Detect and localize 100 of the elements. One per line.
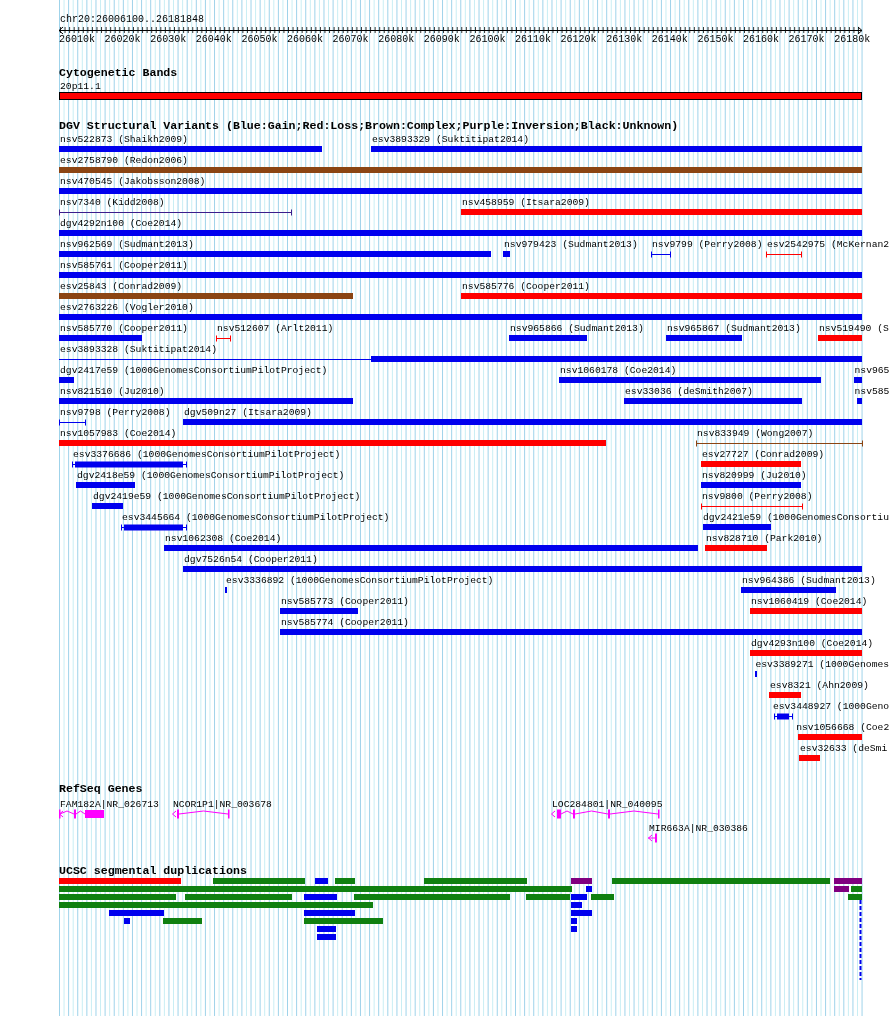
segmental-duplication-bar bbox=[571, 878, 592, 884]
track-heading: DGV Structural Variants (Blue:Gain;Red:Loss;Brown:Complex;Purple:Inversion;Black:Unknown) bbox=[59, 120, 679, 132]
segmental-duplication-bar bbox=[213, 878, 305, 884]
scale-tick-label: 26110k bbox=[515, 34, 551, 46]
variant-label: esv3445664 (1000GenomesConsortiumPilotProject) bbox=[122, 512, 390, 523]
segmental-duplication-bar bbox=[304, 894, 337, 900]
scale-tick-label: 26030k bbox=[150, 34, 187, 46]
band-label: 20p11.1 bbox=[60, 81, 101, 92]
variant-label: nsv470545 (Jakobsson2008) bbox=[60, 176, 206, 187]
scale-tick-label: 26020k bbox=[104, 34, 141, 46]
track-heading: UCSC segmental duplications bbox=[59, 865, 247, 877]
variant-label: nsv519490 (S bbox=[819, 323, 889, 334]
scale-tick-label: 26130k bbox=[606, 34, 643, 46]
segmental-duplication-bar bbox=[851, 886, 862, 892]
variant-label: nsv821510 (Ju2010) bbox=[60, 386, 165, 397]
variant-label: nsv833949 (Wong2007) bbox=[697, 428, 814, 439]
segmental-duplication-bar bbox=[304, 910, 355, 916]
variant-label: esv2763226 (Vogler2010) bbox=[60, 302, 194, 313]
track-heading: RefSeq Genes bbox=[59, 783, 143, 795]
variant-label: esv3893328 (Suktitipat2014) bbox=[60, 344, 217, 355]
segmental-duplication-bar bbox=[59, 886, 572, 892]
variant-label: esv27727 (Conrad2009) bbox=[702, 449, 825, 460]
segmental-duplication-bar bbox=[185, 894, 292, 900]
segmental-duplication-bar bbox=[834, 886, 849, 892]
scale-tick-label: 26060k bbox=[287, 34, 323, 46]
scale-tick-label: 26090k bbox=[423, 34, 460, 46]
scale-tick-label: 26100k bbox=[469, 34, 506, 46]
segmental-duplication-bar bbox=[612, 878, 830, 884]
variant-label: esv3893329 (Suktitipat2014) bbox=[372, 134, 529, 145]
gene-label: LOC284801|NR_040095 bbox=[552, 799, 663, 810]
variant-label: nsv522873 (Shaikh2009) bbox=[60, 134, 188, 145]
variant-label: esv32633 (deSmi bbox=[800, 743, 888, 754]
segmental-duplication-bar bbox=[571, 894, 587, 900]
scale-tick-label: 26120k bbox=[560, 34, 597, 46]
scale-tick-label: 26050k bbox=[241, 34, 278, 46]
segmental-duplication-bar bbox=[424, 878, 527, 884]
variant-label: esv2542975 (McKernan2 bbox=[767, 239, 890, 250]
variant-label: nsv512607 (Arlt2011) bbox=[217, 323, 334, 334]
variant-label: nsv820999 (Ju2010) bbox=[702, 470, 807, 481]
variant-label: nsv965 bbox=[854, 365, 890, 376]
scale-tick-label: 26160k bbox=[743, 34, 779, 46]
variant-label: nsv7340 (Kidd2008) bbox=[60, 197, 165, 208]
variant-label: esv3448927 (1000Geno bbox=[772, 701, 890, 712]
gene-label: MIR663A|NR_030386 bbox=[649, 823, 748, 834]
variant-label: nsv458959 (Itsara2009) bbox=[462, 197, 590, 208]
variant-label: nsv1062308 (Coe2014) bbox=[165, 533, 282, 544]
variant-label: nsv828710 (Park2010) bbox=[706, 533, 823, 544]
scale-tick-label: 26010k bbox=[59, 34, 95, 46]
segmental-duplication-bar bbox=[571, 926, 577, 932]
variant-label: esv25843 (Conrad2009) bbox=[60, 281, 183, 292]
scale-tick-label: 26180k bbox=[834, 34, 871, 46]
variant-label: nsv9800 (Perry2008) bbox=[702, 491, 813, 502]
variant-label: esv8321 (Ahn2009) bbox=[770, 680, 869, 691]
segmental-duplication-bar bbox=[59, 902, 373, 908]
segmental-duplication-bar bbox=[571, 910, 592, 916]
segmental-duplication-bar bbox=[335, 878, 355, 884]
variant-label: esv3376686 (1000GenomesConsortiumPilotProject) bbox=[73, 449, 341, 460]
variant-label: nsv1060419 (Coe2014) bbox=[751, 596, 868, 607]
segmental-duplication-bar bbox=[59, 894, 176, 900]
variant-label: nsv585776 (Cooper2011) bbox=[462, 281, 590, 292]
variant-label: esv3389271 (1000Genomes bbox=[755, 659, 890, 670]
variant-label: dgv7526n54 (Cooper2011) bbox=[184, 554, 318, 565]
variant-label: nsv585 bbox=[854, 386, 890, 397]
scale-tick-label: 26140k bbox=[651, 34, 688, 46]
variant-label: nsv962569 (Sudmant2013) bbox=[60, 239, 194, 250]
variant-label: esv33036 (deSmith2007) bbox=[625, 386, 753, 397]
variant-label: nsv964386 (Sudmant2013) bbox=[742, 575, 876, 586]
variant-label: dgv4292n100 (Coe2014) bbox=[60, 218, 183, 229]
segmental-duplication-bar bbox=[591, 894, 614, 900]
segmental-duplication-bar bbox=[571, 902, 582, 908]
variant-label: dgv509n27 (Itsara2009) bbox=[184, 407, 312, 418]
segmental-duplication-bar bbox=[317, 926, 336, 932]
variant-label: esv3336892 (1000GenomesConsortiumPilotProject) bbox=[226, 575, 494, 586]
variant-label: dgv2421e59 (1000GenomesConsortiu bbox=[702, 512, 889, 523]
variant-label: dgv2419e59 (1000GenomesConsortiumPilotProject) bbox=[93, 491, 361, 502]
segmental-duplication-bar bbox=[586, 886, 592, 892]
segmental-duplication-bar bbox=[526, 894, 570, 900]
variant-label: nsv1056668 (Coe2 bbox=[796, 722, 890, 733]
gene-label: NCOR1P1|NR_003678 bbox=[173, 799, 272, 810]
variant-label: nsv1060178 (Coe2014) bbox=[560, 365, 677, 376]
variant-label: nsv585774 (Cooper2011) bbox=[281, 617, 409, 628]
segmental-duplication-bar bbox=[834, 878, 862, 884]
segmental-duplication-bar bbox=[124, 918, 130, 924]
variant-label: nsv585773 (Cooper2011) bbox=[281, 596, 409, 607]
segmental-duplication-bar bbox=[163, 918, 202, 924]
position-label: chr20:26006100..26181848 bbox=[60, 14, 205, 26]
gene-label: FAM182A|NR_026713 bbox=[60, 799, 159, 810]
scale-tick-label: 26150k bbox=[697, 34, 734, 46]
variant-label: dgv2418e59 (1000GenomesConsortiumPilotProject) bbox=[77, 470, 345, 481]
segmental-duplication-bar bbox=[354, 894, 510, 900]
scale-tick-label: 26040k bbox=[195, 34, 232, 46]
segmental-duplication-bar bbox=[315, 878, 328, 884]
segmental-duplication-bar bbox=[304, 918, 383, 924]
scale-tick-label: 26170k bbox=[788, 34, 825, 46]
segmental-duplication-bar bbox=[571, 918, 577, 924]
segmental-duplication-bar bbox=[59, 878, 181, 884]
track-heading: Cytogenetic Bands bbox=[59, 67, 178, 79]
scale-tick-label: 26080k bbox=[378, 34, 415, 46]
segmental-duplication-bar bbox=[109, 910, 164, 916]
segmental-duplication-bar bbox=[317, 934, 336, 940]
